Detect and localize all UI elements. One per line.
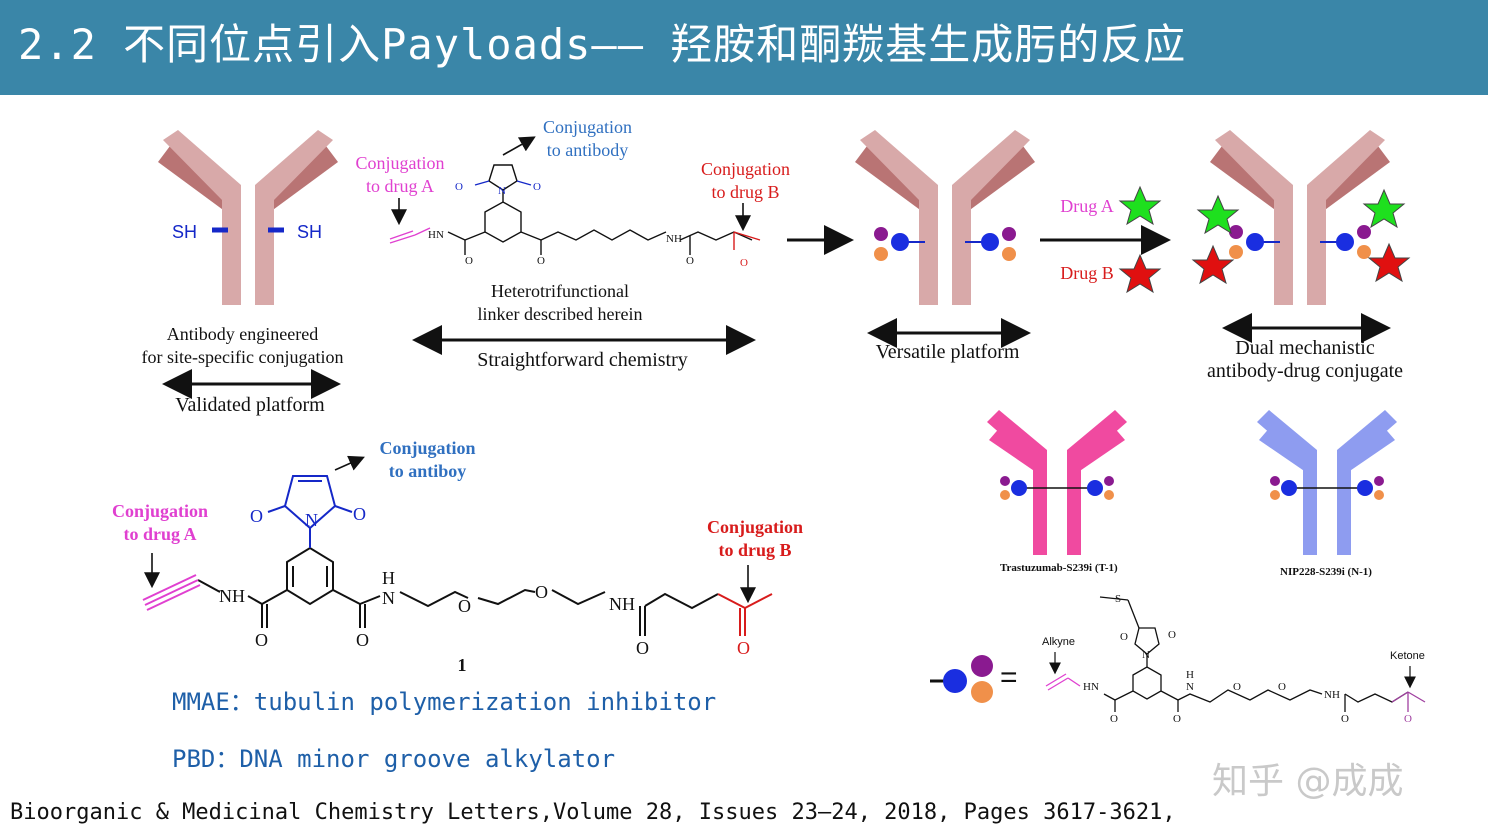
- atom-o: O: [356, 630, 369, 650]
- atom-o: O: [535, 582, 548, 602]
- atom-o: O: [1341, 713, 1349, 725]
- atom-o: O: [636, 638, 649, 658]
- drug-b-label: Drug B: [1060, 263, 1114, 283]
- atom-o: O: [737, 638, 750, 658]
- linker-legend-symbol: [930, 655, 993, 703]
- atom-o: O: [1404, 713, 1412, 725]
- star-red-drug-b: [1118, 253, 1162, 294]
- atom-nh: NH: [666, 233, 682, 245]
- antibody-engineered: [158, 130, 338, 305]
- trastuzumab-label: Trastuzumab-S239i (T-1): [1000, 562, 1118, 574]
- pbd-note: PBD：DNA minor groove alkylator: [172, 745, 616, 773]
- atom-nh: NH: [609, 594, 635, 614]
- watermark: 知乎 @成成: [1212, 761, 1404, 802]
- antibody-dual-adc: [1210, 130, 1390, 305]
- linker-caption: Heterotrifunctional linker described her…: [477, 281, 643, 324]
- equals-sign: =: [1000, 661, 1018, 694]
- conj-antibody-large: Conjugation to antiboy: [379, 438, 476, 481]
- validated-platform-label: Validated platform: [175, 394, 325, 416]
- arrow-antibody: [502, 136, 536, 156]
- dual-adc-caption: Dual mechanistic antibody-drug conjugate: [1206, 337, 1404, 382]
- mmae-note: MMAE：tubulin polymerization inhibitor: [172, 688, 717, 716]
- straightforward-label: Straightforward chemistry: [477, 349, 688, 371]
- atom-o: O: [1278, 681, 1286, 693]
- slide-title: 2.2 不同位点引入Payloads—— 羟胺和酮羰基生成肟的反应: [18, 20, 1187, 69]
- sh-label-left: SH: [172, 222, 198, 242]
- atom-s: S: [1115, 593, 1121, 605]
- engineered-caption: Antibody engineered for site-specific co…: [141, 324, 344, 367]
- atom-o: O: [686, 255, 694, 267]
- atom-n: N: [498, 185, 506, 197]
- nip228-label: NIP228-S239i (N-1): [1280, 566, 1372, 578]
- atom-o: O: [455, 181, 463, 193]
- atom-n: N: [305, 510, 318, 530]
- atom-o: O: [1173, 713, 1181, 725]
- slide-header: 2.2 不同位点引入Payloads—— 羟胺和酮羰基生成肟的反应: [0, 0, 1488, 95]
- versatile-label: Versatile platform: [875, 341, 1020, 363]
- atom-nh: HN: [1083, 681, 1099, 693]
- atom-o: O: [255, 630, 268, 650]
- alkyne-label: Alkyne: [1042, 636, 1076, 648]
- atom-o: O: [1120, 631, 1128, 643]
- linker-structure-legend: [1045, 596, 1426, 712]
- atom-o: O: [1110, 713, 1118, 725]
- citation: Bioorganic & Medicinal Chemistry Letters…: [10, 800, 1176, 825]
- atom-nh: HN: [428, 229, 444, 241]
- linker-structure-small: [389, 164, 761, 255]
- atom-o: O: [458, 596, 471, 616]
- star-green-left: [1196, 194, 1240, 235]
- antibody-versatile: [855, 130, 1035, 305]
- compound-number: 1: [457, 655, 467, 675]
- conj-drug-a-large: Conjugation to drug A: [111, 501, 209, 544]
- star-red-right: [1367, 242, 1411, 283]
- star-red-left: [1191, 244, 1235, 285]
- arrow-antibody-large: [334, 455, 365, 471]
- atom-o: O: [537, 255, 545, 267]
- drug-a-label: Drug A: [1060, 196, 1114, 216]
- atom-nh: N: [1186, 681, 1194, 693]
- ketone-label: Ketone: [1390, 650, 1425, 662]
- conj-drug-b-small: Conjugation to drug B: [701, 159, 790, 202]
- star-green-drug-a: [1118, 185, 1162, 226]
- atom-n: N: [1142, 649, 1150, 661]
- sh-label-right: SH: [297, 222, 323, 242]
- linker-structure-large: [142, 475, 773, 636]
- atom-o: O: [1233, 681, 1241, 693]
- atom-h: H: [1186, 669, 1194, 681]
- conj-drug-a-small: Conjugation to drug A: [355, 153, 445, 196]
- atom-o: O: [1168, 629, 1176, 641]
- conj-drug-b-large: Conjugation to drug B: [706, 517, 804, 560]
- atom-n: N: [382, 588, 395, 608]
- atom-o: O: [533, 181, 541, 193]
- atom-o: O: [465, 255, 473, 267]
- antibody-trastuzumab: [987, 410, 1127, 555]
- atom-o: O: [353, 504, 366, 524]
- atom-o: O: [740, 257, 748, 269]
- star-green-right: [1362, 188, 1406, 229]
- conj-antibody-small: Conjugation to antibody: [543, 117, 632, 160]
- atom-h: H: [382, 568, 395, 588]
- atom-o: O: [250, 506, 263, 526]
- atom-nh: NH: [219, 586, 245, 606]
- atom-nh: NH: [1324, 689, 1340, 701]
- antibody-nip228: [1257, 410, 1397, 555]
